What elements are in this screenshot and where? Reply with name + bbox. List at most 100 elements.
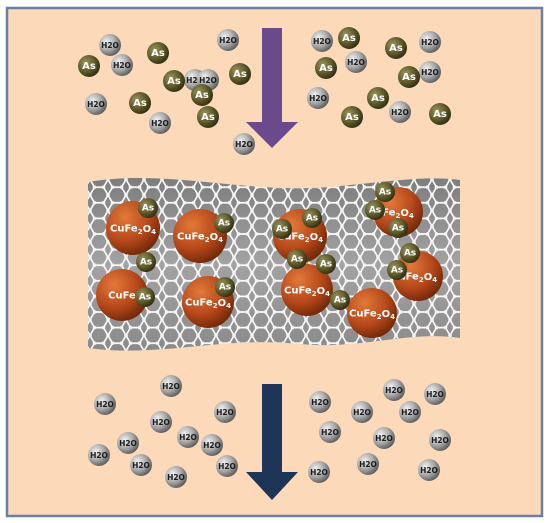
arrow-down-icon bbox=[246, 384, 298, 500]
water-molecule-label: H2O bbox=[401, 408, 419, 417]
cufe2o4-nanoparticle: aFe2O4 bbox=[393, 251, 443, 301]
bound-arsenic-ion-label: As bbox=[218, 219, 230, 229]
water-molecule: H2O bbox=[117, 432, 139, 454]
arsenic-ion-label: As bbox=[151, 48, 165, 59]
water-molecule: H2O bbox=[150, 411, 172, 433]
arrow-down-icon bbox=[246, 28, 298, 148]
water-molecule-ball bbox=[160, 375, 182, 397]
arsenic-ion-label: As bbox=[195, 90, 209, 101]
arsenic-ion: As bbox=[398, 66, 420, 88]
water-molecule-label: H2O bbox=[313, 37, 331, 46]
bound-arsenic-ion-ball bbox=[214, 213, 234, 233]
nanoparticle-ball bbox=[96, 269, 148, 321]
water-molecule-label: H2O bbox=[203, 441, 221, 450]
water-molecule-ball bbox=[201, 434, 223, 456]
bound-arsenic-ion: As bbox=[365, 200, 385, 220]
arsenic-ion-ball bbox=[429, 103, 451, 125]
nanoparticle-label: CuFe2O4 bbox=[110, 224, 156, 237]
water-molecule: H2O bbox=[307, 87, 329, 109]
arsenic-ion-label: As bbox=[345, 112, 359, 123]
water-molecule: H2O bbox=[419, 61, 441, 83]
cufe2o4-nanoparticle: CuFe2O4 bbox=[347, 288, 397, 338]
bound-arsenic-ion-ball bbox=[138, 198, 158, 218]
water-molecule-label: H2O bbox=[132, 461, 150, 470]
water-molecule: H2O bbox=[160, 375, 182, 397]
arsenic-ion: As bbox=[191, 84, 213, 106]
bound-arsenic-ion-label: As bbox=[334, 296, 346, 306]
arsenic-ion-label: As bbox=[402, 72, 416, 83]
bound-arsenic-ion-label: As bbox=[404, 249, 416, 259]
water-molecule: H2O bbox=[418, 459, 440, 481]
water-molecule-label: H2O bbox=[353, 408, 371, 417]
bound-arsenic-ion: As bbox=[272, 219, 292, 239]
bound-arsenic-ion: As bbox=[316, 254, 336, 274]
arsenic-ion-ball bbox=[147, 42, 169, 64]
bound-arsenic-ion-label: As bbox=[291, 255, 303, 265]
nanoparticle-label: CuFe2O4 bbox=[185, 298, 231, 311]
water-molecule-ball bbox=[373, 427, 395, 449]
water-molecule: H2O bbox=[383, 379, 405, 401]
arsenic-ion: As bbox=[163, 70, 185, 92]
water-molecule: H2O bbox=[309, 391, 331, 413]
water-molecule-label: H2O bbox=[216, 408, 234, 417]
water-molecule: H2O bbox=[85, 93, 107, 115]
cufe2o4-nanoparticle: CuFe2O4 bbox=[281, 264, 333, 316]
arsenic-ion: As bbox=[147, 42, 169, 64]
cufe2o4-nanoparticle: CuFe bbox=[96, 269, 148, 321]
water-molecule: H2O bbox=[111, 54, 133, 76]
water-molecule-ball bbox=[88, 444, 110, 466]
arsenic-ion-ball bbox=[229, 63, 251, 85]
arsenic-ion: As bbox=[338, 27, 360, 49]
water-molecule: H2O bbox=[429, 429, 451, 451]
arsenic-ion: As bbox=[78, 55, 100, 77]
bound-arsenic-ion: As bbox=[136, 252, 156, 272]
water-molecule-label: H2O bbox=[311, 398, 329, 407]
arsenic-ion: As bbox=[341, 106, 363, 128]
arsenic-ion-ball bbox=[367, 87, 389, 109]
arsenic-ion: As bbox=[129, 92, 151, 114]
arsenic-ion-label: As bbox=[82, 61, 96, 72]
bound-arsenic-ion-label: As bbox=[379, 188, 391, 198]
arsenic-ion-label: As bbox=[233, 69, 247, 80]
water-molecule: H2O bbox=[424, 383, 446, 405]
water-molecule-ball bbox=[85, 93, 107, 115]
bound-arsenic-ion-ball bbox=[135, 287, 155, 307]
bound-arsenic-ion-ball bbox=[388, 218, 408, 238]
bound-arsenic-ion-ball bbox=[316, 254, 336, 274]
water-molecule-label: H2O bbox=[96, 400, 114, 409]
water-molecule-label: H2O bbox=[113, 61, 131, 70]
water-molecule: H2O bbox=[357, 453, 379, 475]
nanoparticle-label: CuFe2O4 bbox=[284, 286, 330, 299]
water-molecule: H2O bbox=[399, 401, 421, 423]
bound-arsenic-ion: As bbox=[387, 260, 407, 280]
nanoparticle-ball bbox=[173, 209, 227, 263]
bound-arsenic-ion-label: As bbox=[306, 214, 318, 224]
nanoparticle-label: aFe2O4 bbox=[399, 272, 437, 285]
water-molecule-ball bbox=[389, 101, 411, 123]
arsenic-ion-label: As bbox=[319, 63, 333, 74]
water-molecule: H2O bbox=[177, 426, 199, 448]
water-molecule-label: H2O bbox=[421, 38, 439, 47]
water-molecule-label: H2O bbox=[309, 94, 327, 103]
water-molecule-ball bbox=[165, 466, 187, 488]
arsenic-ion-label: As bbox=[167, 76, 181, 87]
water-molecule-label: H2O bbox=[87, 100, 105, 109]
nanoparticle-ball bbox=[281, 264, 333, 316]
arsenic-ion-ball bbox=[315, 57, 337, 79]
bound-arsenic-ion-ball bbox=[215, 277, 235, 297]
arsenic-ion-label: As bbox=[371, 93, 385, 104]
arsenic-ion-ball bbox=[163, 70, 185, 92]
bound-arsenic-ion-label: As bbox=[276, 225, 288, 235]
water-molecule-label: H2O bbox=[151, 119, 169, 128]
water-molecule-label: H2O bbox=[347, 58, 365, 67]
water-molecule: H2O bbox=[389, 101, 411, 123]
water-molecule-ball bbox=[308, 461, 330, 483]
nanoparticle-ball bbox=[347, 288, 397, 338]
bound-arsenic-ion: As bbox=[135, 287, 155, 307]
water-molecule: H2O bbox=[233, 133, 255, 155]
arsenic-ion: As bbox=[315, 57, 337, 79]
water-molecule: H2O bbox=[351, 401, 373, 423]
water-molecule-ball bbox=[149, 112, 171, 134]
